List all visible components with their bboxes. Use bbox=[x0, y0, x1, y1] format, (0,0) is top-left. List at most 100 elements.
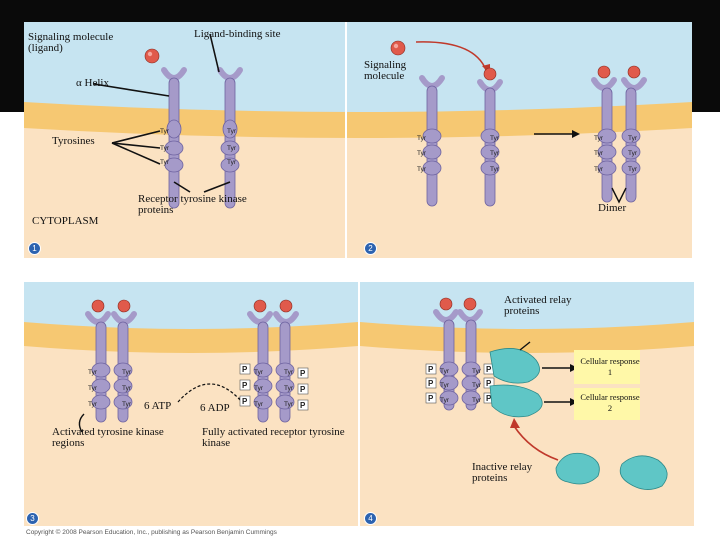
tyr-label: Tyr bbox=[254, 369, 264, 376]
ligand-binding-site-label: Ligand-binding site bbox=[194, 28, 281, 40]
phosphorylated-receptor-dimer: Tyr Tyr Tyr Tyr Tyr Tyr P P P P P P bbox=[239, 299, 309, 423]
step-badge-1: 1 bbox=[28, 242, 41, 255]
response-box bbox=[574, 350, 640, 384]
tyrosines-label: Tyrosines bbox=[52, 135, 95, 147]
bound-ligand bbox=[483, 67, 497, 81]
active-relay-protein bbox=[489, 384, 543, 418]
arrowhead bbox=[510, 418, 520, 428]
tyr-label: Tyr bbox=[284, 369, 294, 376]
ligand-highlight bbox=[393, 43, 399, 49]
adp-label: 6 ADP bbox=[200, 402, 230, 414]
phosphate-label: P bbox=[300, 369, 306, 378]
tyr-label: Tyr bbox=[88, 369, 98, 376]
phosphate-label: P bbox=[242, 365, 248, 374]
phosphate-label: P bbox=[486, 379, 492, 388]
phosphate-label: P bbox=[486, 394, 492, 403]
recruitment-arrow bbox=[513, 425, 559, 461]
signaling-molecule-ligand-label: Signaling molecule (ligand) bbox=[28, 31, 114, 54]
free-ligand bbox=[144, 48, 160, 64]
tyr-label: Tyr bbox=[472, 368, 482, 375]
tyr-label: Tyr bbox=[122, 369, 132, 376]
panel-receptor-binding: Tyr Tyr Tyr Tyr Tyr Tyr bbox=[24, 22, 692, 258]
tyr-label: Tyr bbox=[88, 401, 98, 408]
signaling-molecule-label: Signaling molecule bbox=[364, 59, 407, 82]
phosphate-label: P bbox=[300, 385, 306, 394]
receptor-monomer: Tyr Tyr Tyr bbox=[417, 75, 445, 207]
pointer-line bbox=[203, 181, 231, 193]
active-relay-protein bbox=[489, 348, 540, 384]
tyr-label: Tyr bbox=[122, 401, 132, 408]
tyr-label: Tyr bbox=[594, 166, 604, 173]
pointer-line bbox=[78, 413, 85, 433]
pointer-line bbox=[111, 130, 161, 144]
tyr-label: Tyr bbox=[160, 159, 170, 166]
tyr-label: Tyr bbox=[594, 135, 604, 142]
dimer-label: Dimer bbox=[598, 202, 627, 214]
cytoplasm-label: CYTOPLASM bbox=[32, 215, 99, 227]
pointer-line bbox=[209, 33, 220, 73]
tyr-label: Tyr bbox=[88, 385, 98, 392]
panel-relay-activation: Tyr Tyr Tyr Tyr Tyr Tyr P P P P P P bbox=[360, 282, 694, 526]
phosphate-label: P bbox=[428, 379, 434, 388]
phosphate-label: P bbox=[242, 381, 248, 390]
tyr-label: Tyr bbox=[628, 166, 638, 173]
phosphate-label: P bbox=[486, 365, 492, 374]
cellular-response-2-label: Cellular response 2 bbox=[580, 392, 640, 413]
tyr-label: Tyr bbox=[160, 128, 170, 135]
receptor-monomer: Tyr Tyr Tyr bbox=[217, 67, 243, 209]
extracellular-region bbox=[24, 282, 358, 332]
inactive-relay-protein bbox=[555, 452, 600, 485]
phosphate-group bbox=[425, 363, 437, 375]
alpha-helix-label: α Helix bbox=[76, 77, 109, 89]
arrowhead bbox=[572, 130, 580, 138]
pointer-line bbox=[111, 142, 161, 149]
activated-kinase-regions-label: Activated tyrosine kinase regions bbox=[52, 426, 164, 449]
tyr-label: Tyr bbox=[227, 159, 237, 166]
receptor-monomer: Tyr Tyr Tyr bbox=[160, 67, 187, 209]
inactive-relay-protein bbox=[619, 455, 668, 490]
inactive-relay-proteins-label: Inactive relay proteins bbox=[472, 461, 533, 484]
phosphate-group bbox=[297, 383, 309, 395]
step-badge-3: 3 bbox=[26, 512, 39, 525]
phosphate-label: P bbox=[242, 397, 248, 406]
tyr-label: Tyr bbox=[254, 401, 264, 408]
tyr-label: Tyr bbox=[490, 150, 500, 157]
step-badge-4: 4 bbox=[364, 512, 377, 525]
receptor-monomer: Tyr Tyr Tyr bbox=[477, 67, 503, 207]
phosphorylated-receptor-dimer: Tyr Tyr Tyr Tyr Tyr Tyr P P P P P P bbox=[425, 297, 495, 411]
tyr-label: Tyr bbox=[440, 397, 450, 404]
tyr-label: Tyr bbox=[284, 385, 294, 392]
atp-label: 6 ATP bbox=[144, 400, 172, 412]
tyr-label: Tyr bbox=[417, 166, 427, 173]
phosphate-group bbox=[483, 377, 495, 389]
phosphate-label: P bbox=[428, 365, 434, 374]
panel3-graphic: Tyr Tyr Tyr Tyr Tyr Tyr bbox=[24, 282, 358, 526]
tyr-label: Tyr bbox=[440, 382, 450, 389]
phosphate-label: P bbox=[428, 394, 434, 403]
pointer-line bbox=[111, 142, 161, 165]
fully-activated-receptor-label: Fully activated receptor tyrosine kinase bbox=[202, 426, 345, 449]
tyr-label: Tyr bbox=[594, 150, 604, 157]
ligand-highlight bbox=[147, 51, 153, 57]
dimer-bracket bbox=[611, 187, 627, 204]
tyr-label: Tyr bbox=[160, 145, 170, 152]
panel4-graphic: Tyr Tyr Tyr Tyr Tyr Tyr P P P P P P bbox=[360, 282, 694, 526]
plasma-membrane bbox=[24, 322, 358, 353]
plasma-membrane bbox=[24, 102, 692, 138]
tyr-label: Tyr bbox=[417, 150, 427, 157]
phosphate-group bbox=[425, 392, 437, 404]
tyr-label: Tyr bbox=[490, 166, 500, 173]
tyr-label: Tyr bbox=[122, 385, 132, 392]
receptor-dimer: Tyr Tyr Tyr Tyr Tyr Tyr bbox=[591, 65, 647, 203]
tyr-label: Tyr bbox=[472, 397, 482, 404]
extracellular-region bbox=[360, 282, 694, 332]
phosphate-group bbox=[239, 363, 251, 375]
tyr-label: Tyr bbox=[227, 145, 237, 152]
tyr-label: Tyr bbox=[490, 135, 500, 142]
tyr-label: Tyr bbox=[417, 135, 427, 142]
receptor-dimer: Tyr Tyr Tyr Tyr Tyr Tyr bbox=[85, 299, 137, 423]
plasma-membrane bbox=[360, 322, 694, 353]
phosphorylation-arrow bbox=[177, 383, 243, 403]
phosphate-group bbox=[425, 377, 437, 389]
